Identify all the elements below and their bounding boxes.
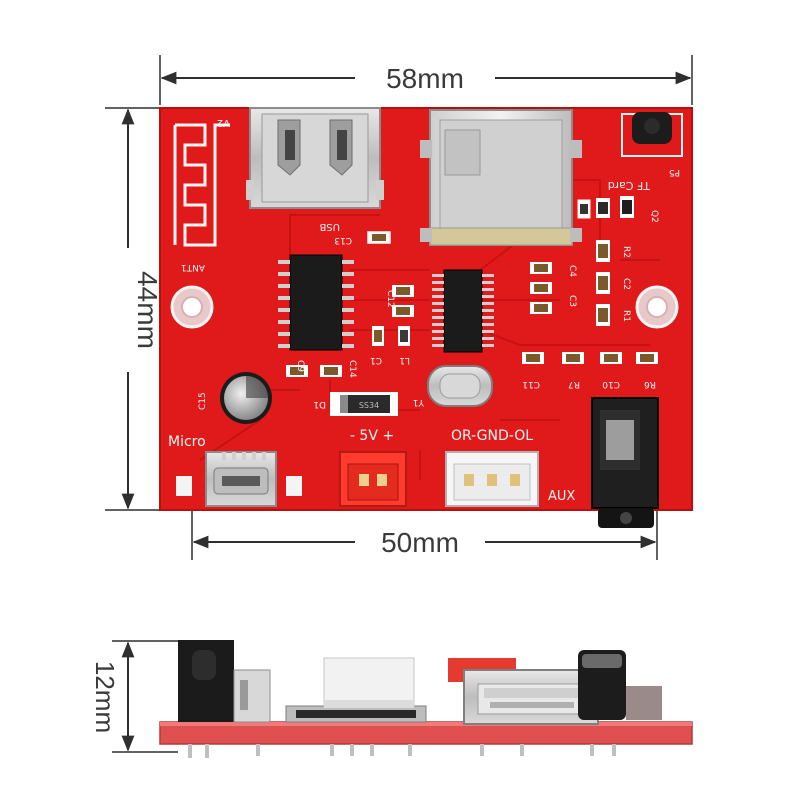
- audio-out-label: OR-GND-OL: [451, 428, 533, 444]
- c9-label: C9: [295, 360, 305, 372]
- power-connector-5v: - 5V +: [339, 428, 407, 507]
- ic-amplifier: [278, 254, 354, 351]
- r1-label: R1: [621, 310, 631, 322]
- aux-jack-side: [178, 640, 271, 723]
- aux-label: AUX: [548, 489, 575, 504]
- c2-label: C2: [621, 278, 631, 290]
- ss34-label: SS34: [359, 401, 379, 410]
- smd-cluster-left: C9 C14: [286, 360, 357, 378]
- micro-usb-port: Micro: [168, 434, 302, 507]
- capacitor-side: [578, 650, 662, 720]
- q2-label: Q2: [649, 210, 659, 223]
- usb-a-port: USB: [246, 107, 384, 232]
- dimension-top-label: 58mm: [386, 63, 464, 94]
- smd-cluster-right: Q2 R2 C2 R1 C4 C3: [530, 196, 659, 326]
- p5-label: P5: [669, 167, 680, 177]
- c1-label: C1: [370, 355, 382, 365]
- c10-label: C10: [602, 379, 620, 389]
- power-label: - 5V +: [350, 428, 394, 444]
- pcb-top-view: V2 ANT1 USB C13: [159, 107, 693, 528]
- smd-row-bottom: C11 R7 C10 R6: [522, 352, 658, 389]
- mounting-hole-right: [635, 285, 679, 329]
- pcb-side-view: [159, 640, 693, 758]
- smd-cluster-center: C12 C1 L1: [370, 285, 414, 365]
- diode-d1: SS34 D1: [313, 392, 398, 416]
- d1-label: D1: [313, 399, 326, 409]
- y1-label: Y1: [413, 397, 425, 407]
- c12-label: C12: [385, 290, 395, 308]
- r7-label: R7: [568, 379, 580, 389]
- audio-connector-side: [323, 657, 415, 708]
- c15-label: C15: [198, 392, 208, 410]
- usb-port-side: [463, 669, 599, 725]
- c4-label: C4: [567, 265, 577, 277]
- r2-label: R2: [621, 246, 631, 258]
- antenna-version-label: V2: [217, 117, 230, 128]
- antenna-label: ANT1: [181, 262, 205, 272]
- r6-label: R6: [644, 379, 656, 389]
- antenna: V2 ANT1: [173, 117, 230, 272]
- dimension-profile: 12mm: [90, 640, 178, 753]
- dimension-bottom: 50mm: [191, 310, 658, 560]
- bottom-pins: [188, 744, 616, 758]
- dimension-side: 44mm: [105, 107, 163, 511]
- micro-label: Micro: [168, 434, 206, 450]
- mounting-hole-left: [170, 285, 214, 329]
- ir-receiver: P5 TF Card: [608, 112, 683, 192]
- electrolytic-capacitor-c15: C15: [198, 372, 272, 424]
- c11-label: C11: [522, 379, 540, 389]
- l1-label: L1: [399, 355, 410, 365]
- tf-slot-side: [285, 705, 427, 723]
- dimension-top: 58mm: [159, 55, 693, 105]
- tf-card-label: TF Card: [608, 179, 651, 192]
- c14-label: C14: [347, 360, 357, 378]
- dimension-side-label: 44mm: [132, 271, 163, 349]
- tf-card-slot: [420, 109, 582, 246]
- usb-label: USB: [319, 221, 340, 232]
- capacitor-c13: C13: [334, 231, 391, 245]
- crystal-y1: Y1: [413, 365, 493, 407]
- c3-label: C3: [567, 295, 577, 307]
- ic-decoder: [432, 269, 494, 353]
- dimension-bottom-label: 50mm: [381, 527, 459, 558]
- audio-output-connector: OR-GND-OL: [445, 428, 539, 507]
- c13-label: C13: [334, 235, 352, 245]
- aux-audio-jack: AUX: [548, 397, 659, 528]
- dimension-profile-label: 12mm: [90, 661, 120, 733]
